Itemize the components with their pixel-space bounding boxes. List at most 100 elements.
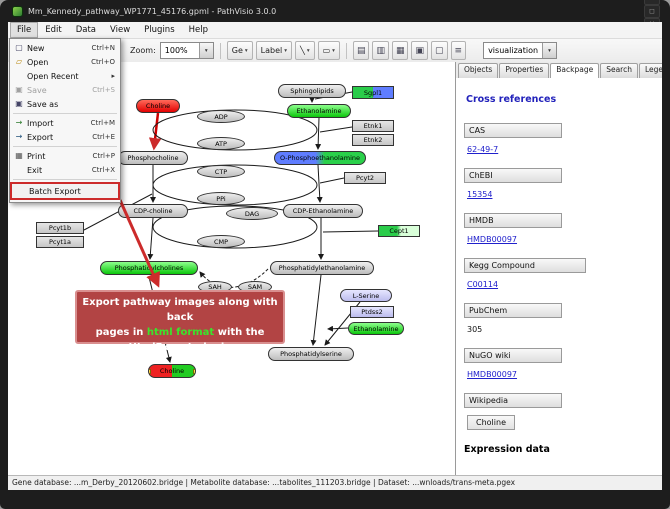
save-icon: ▣: [15, 99, 23, 108]
pathway-node-cdp-choline[interactable]: CDP-choline: [118, 204, 188, 218]
file-menu-item-batch-export[interactable]: Batch Export: [10, 182, 120, 200]
chevron-down-icon[interactable]: ▾: [332, 47, 335, 54]
menu-view[interactable]: View: [110, 25, 131, 35]
pathway-node-phosphatidylserine[interactable]: Phosphatidylserine: [268, 347, 354, 361]
tab-backpage[interactable]: Backpage: [550, 63, 600, 78]
file-menu-item-label: Export: [27, 132, 54, 142]
pathway-node-phosphocholine[interactable]: Phosphocholine: [118, 151, 188, 165]
pathway-node-choline-top[interactable]: Choline: [136, 99, 180, 113]
align-grid-icon[interactable]: ▦: [391, 41, 409, 60]
file-menu-item-label: Open Recent: [27, 71, 79, 81]
align-top-icon[interactable]: ▤: [352, 41, 370, 60]
align-center-icon[interactable]: ▥: [372, 41, 389, 60]
label-button[interactable]: Label▾: [255, 41, 293, 60]
title-bar[interactable]: Mm_Kennedy_pathway_WP1771_45176.gpml - P…: [0, 0, 670, 31]
pathway-node-dag[interactable]: DAG: [226, 207, 278, 220]
group-icon[interactable]: ▣: [411, 41, 428, 60]
pathway-node-adp[interactable]: ADP: [197, 110, 245, 123]
shape-tool-button-label: ▭: [322, 46, 331, 55]
file-menu-item-label: Print: [27, 151, 46, 161]
toolbar-separator: [345, 42, 347, 59]
visualization-combo[interactable]: visualization ▾: [483, 42, 558, 59]
ungroup-icon[interactable]: ▢: [431, 41, 448, 60]
chevron-down-icon[interactable]: ▾: [306, 47, 310, 54]
zoom-combo[interactable]: 100% ▾: [159, 42, 214, 59]
gene-product-button[interactable]: Ge▾: [226, 41, 253, 60]
chevron-down-icon[interactable]: ▾: [198, 43, 213, 58]
backpage-link-62-49-7[interactable]: 62-49-7: [467, 145, 499, 154]
menu-plugins[interactable]: Plugins: [144, 25, 175, 35]
pathway-node-cmp[interactable]: CMP: [197, 235, 245, 248]
file-menu-item-label: Open: [27, 57, 49, 67]
menu-data[interactable]: Data: [75, 25, 96, 35]
pathway-node-phosphatidylcholines[interactable]: Phosphatidylcholines: [100, 261, 198, 275]
chevron-down-icon[interactable]: ▾: [542, 43, 557, 58]
pathway-node-atp[interactable]: ATP: [197, 137, 245, 150]
selection-handle[interactable]: [193, 375, 195, 377]
pathway-node-choline-selected[interactable]: Choline: [148, 364, 196, 378]
export-icon: →: [15, 132, 23, 141]
file-menu-item-open-recent[interactable]: Open Recent▸: [10, 69, 120, 83]
selection-handle[interactable]: [149, 375, 151, 377]
chevron-down-icon[interactable]: ▾: [284, 47, 288, 54]
pathway-node-cdp-ethanolamine[interactable]: CDP-Ethanolamine: [283, 204, 363, 218]
pathway-node-etnk2[interactable]: Etnk2: [352, 134, 394, 146]
toolbar-separator: [219, 42, 221, 59]
file-menu-item-label: Save: [27, 85, 47, 95]
backpage-link-c00114[interactable]: C00114: [467, 280, 499, 289]
selection-handle[interactable]: [149, 365, 151, 367]
tab-properties[interactable]: Properties: [499, 63, 550, 78]
distribute-icon[interactable]: ≡: [450, 41, 467, 60]
shortcut-label: Ctrl+N: [91, 44, 115, 52]
selection-handle[interactable]: [193, 365, 195, 367]
gene-product-button-label: Ge: [231, 46, 243, 55]
tab-objects[interactable]: Objects: [458, 63, 499, 78]
shape-tool-button[interactable]: ▭▾: [317, 41, 340, 60]
pathway-node-ethanolamine-right[interactable]: Ethanolamine: [348, 322, 404, 335]
pathway-node-ptdss2[interactable]: Ptdss2: [350, 306, 394, 318]
pathway-node-etnk1[interactable]: Etnk1: [352, 120, 394, 132]
selection-handle[interactable]: [149, 369, 151, 374]
pathway-node-o-phosphoethanolamine[interactable]: O-Phosphoethanolamine: [274, 151, 366, 165]
open-icon: ▱: [15, 57, 23, 66]
pathway-node-cept1[interactable]: Cept1: [378, 225, 420, 237]
file-menu-item-label: Save as: [27, 99, 59, 109]
tab-legend[interactable]: Legend: [638, 63, 662, 78]
menu-help[interactable]: Help: [188, 25, 209, 35]
menu-edit[interactable]: Edit: [45, 25, 62, 35]
pathway-node-pcyt1a[interactable]: Pcyt1a: [36, 236, 84, 248]
backpage-link-hmdb00097[interactable]: HMDB00097: [467, 370, 518, 379]
backpage-link-hmdb00097[interactable]: HMDB00097: [467, 235, 518, 244]
maximize-button[interactable]: ◻: [644, 4, 660, 18]
pathway-node-l-serine[interactable]: L-Serine: [340, 289, 392, 302]
menu-file[interactable]: File: [10, 22, 39, 38]
pathway-node-ctp[interactable]: CTP: [197, 165, 245, 178]
backpage-link-15354[interactable]: 15354: [467, 190, 493, 199]
pathway-node-phosphatidylethanolamine[interactable]: Phosphatidylethanolamine: [270, 261, 374, 275]
backpage-value-pubchem: 305: [467, 325, 483, 334]
pathway-node-sphingolipids[interactable]: Sphingolipids: [278, 84, 346, 98]
new-icon: ▢: [15, 43, 23, 52]
pathway-node-pcyt2[interactable]: Pcyt2: [344, 172, 386, 184]
backpage-boxed-value[interactable]: Choline: [467, 415, 515, 430]
tab-search[interactable]: Search: [600, 63, 638, 78]
pathway-node-sgpl1[interactable]: Sgpl1: [352, 86, 394, 99]
line-tool-button[interactable]: ╲▾: [295, 41, 315, 60]
pathway-node-ppi[interactable]: PPi: [197, 192, 245, 205]
chevron-down-icon[interactable]: ▾: [244, 47, 248, 54]
file-menu-item-save-as[interactable]: ▣ Save as: [10, 97, 120, 111]
selection-handle[interactable]: [193, 369, 195, 374]
import-icon: →: [15, 118, 23, 127]
pathway-node-pcyt1b[interactable]: Pcyt1b: [36, 222, 84, 234]
minimize-button[interactable]: ─: [644, 0, 660, 5]
pathway-node-ethanolamine-top[interactable]: Ethanolamine: [287, 104, 351, 118]
side-panel: ObjectsPropertiesBackpageSearchLegend Cr…: [456, 62, 662, 476]
